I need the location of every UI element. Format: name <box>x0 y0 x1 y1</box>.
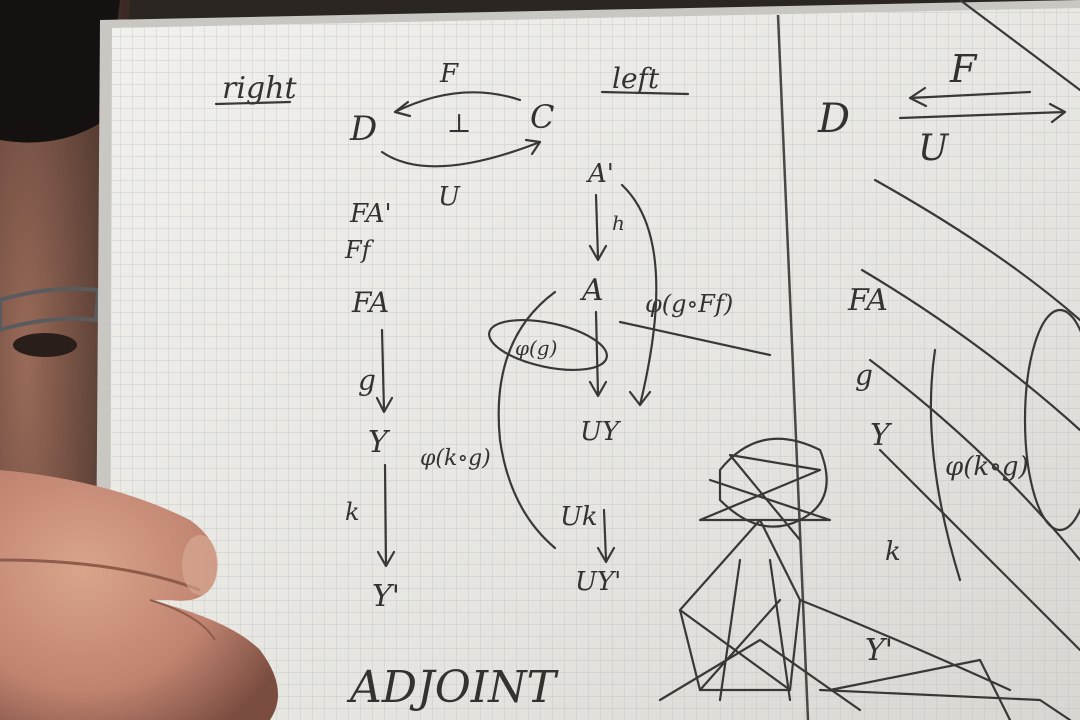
col1-g: g <box>358 364 376 397</box>
rp-label-f: F <box>949 47 978 91</box>
handwriting-left: right F ⊥ U D C FA' Ff FA g Y k Y' A' h … <box>214 59 772 713</box>
eye <box>13 333 77 357</box>
col2-h: h <box>612 211 625 235</box>
curve-phi-kg <box>497 290 557 550</box>
label-phi-g: φ(g) <box>515 336 557 360</box>
circle-phi-g <box>488 319 608 371</box>
curve-phi-gff <box>620 183 658 407</box>
rp-circle <box>1023 308 1080 532</box>
col1-y: Y <box>368 425 391 460</box>
col1-k: k <box>345 498 360 526</box>
col1-ff: Ff <box>344 236 375 264</box>
heading-right: right <box>222 71 297 106</box>
glasses-frame <box>0 286 101 333</box>
arrow-u <box>380 140 542 168</box>
rp-k: k <box>885 537 901 567</box>
col1-fa: FA <box>351 286 389 319</box>
footer-adjoint: ADJOINT <box>346 662 560 713</box>
col2-uk: Uk <box>560 502 598 532</box>
col2-a-prime: A' <box>586 159 614 189</box>
label-u: U <box>438 182 461 212</box>
col1-fa-prime: FA' <box>349 199 392 229</box>
label-perp: ⊥ <box>447 109 471 139</box>
label-phi-kg: φ(k∘g) <box>420 446 491 471</box>
heading-left: left <box>612 62 660 95</box>
scribble-sketch <box>658 437 1072 720</box>
page-fold-line <box>776 14 810 720</box>
col2-a: A <box>579 273 604 308</box>
col2-uy: UY <box>580 417 622 447</box>
handwriting-right: D F U FA g Y k Y' φ(k∘g) <box>658 0 1080 720</box>
thumbnail <box>182 535 218 595</box>
arrow-f <box>393 91 522 114</box>
rp-node-d: D <box>817 96 850 142</box>
rp-y: Y <box>870 418 893 453</box>
rp-fa: FA <box>847 283 888 318</box>
col1-y-prime: Y' <box>372 579 400 614</box>
node-c: C <box>530 98 554 136</box>
notebook-page <box>95 0 1080 720</box>
hair <box>0 0 120 143</box>
label-phi-gff: φ(g∘Ff) <box>645 290 733 318</box>
hand <box>0 470 278 720</box>
rp-phi: φ(k∘g) <box>945 452 1029 482</box>
label-f-top: F <box>439 59 459 89</box>
node-d: D <box>349 109 377 149</box>
rp-y-prime: Y' <box>865 633 893 668</box>
rp-label-u: U <box>918 128 950 169</box>
col2-uy-prime: UY' <box>575 567 621 597</box>
rp-g: g <box>855 359 873 392</box>
